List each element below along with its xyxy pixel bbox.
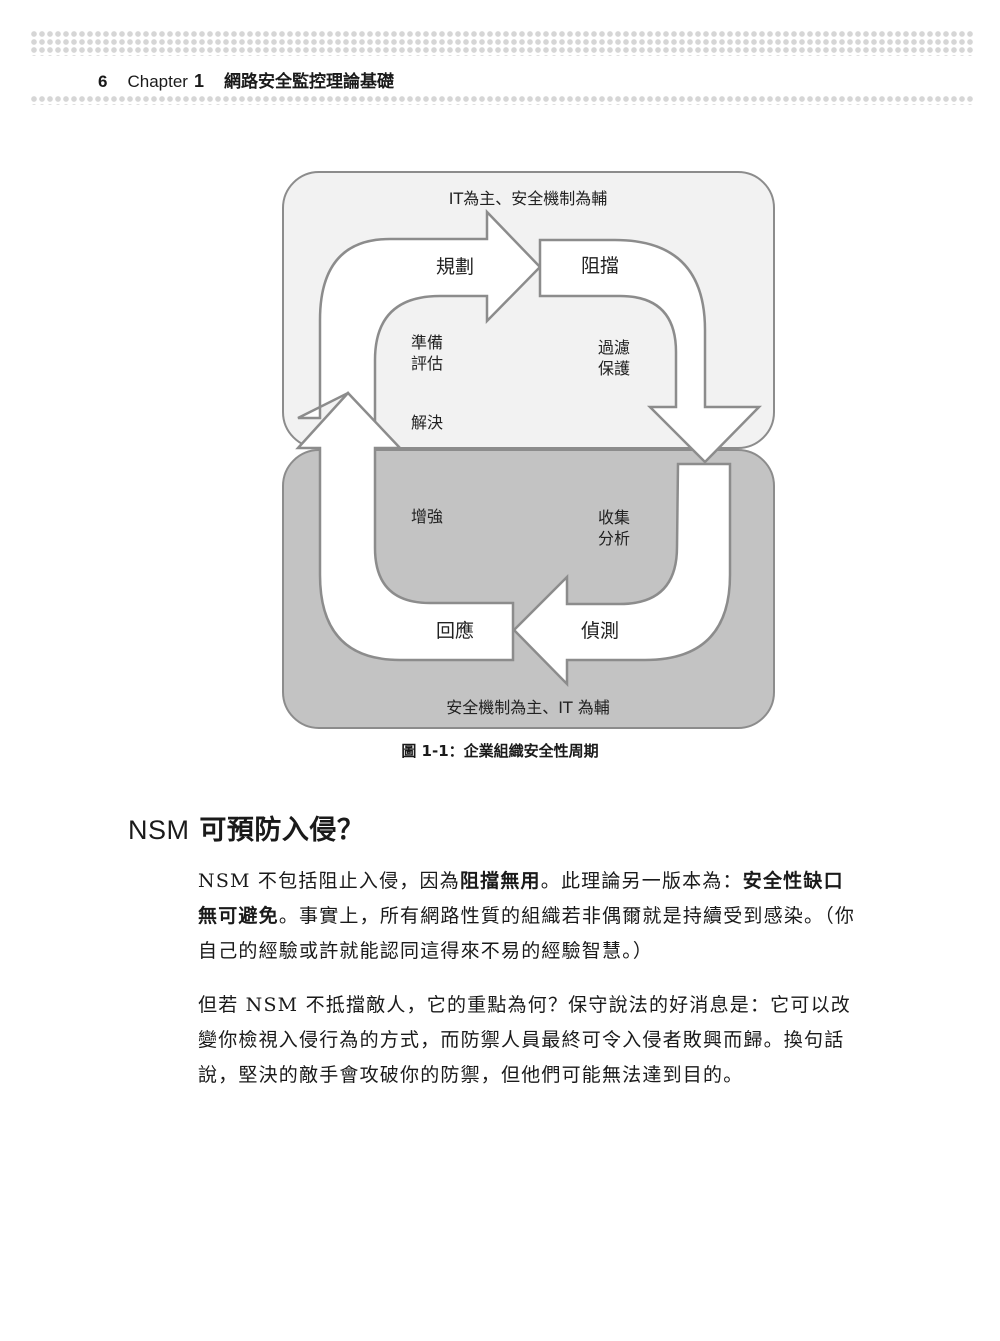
p1-emphasis-1: 阻擋無用 bbox=[459, 870, 541, 892]
p1-text-2: 。此理論另一版本為： bbox=[540, 870, 743, 892]
p1-text-3: 。事實上，所有網路性質的組織若非偶爾就是持續受到感染。（你自己的經驗或許就能認同… bbox=[198, 905, 856, 962]
stage-respond-label: 回應 bbox=[436, 619, 474, 642]
inner-assess-label: 評估 bbox=[411, 354, 443, 373]
inner-resolve-label: 解決 bbox=[411, 413, 443, 432]
section-heading: NSM 可預防入侵？ bbox=[128, 808, 364, 847]
security-cycle-diagram: IT為主、安全機制為輔 安全機制為主、IT 為輔 規劃 阻擋 偵測 回應 準備 … bbox=[282, 171, 775, 729]
inner-protect-label: 保護 bbox=[598, 359, 630, 378]
paragraph-1: NSM 不包括阻止入侵，因為阻擋無用。此理論另一版本為：安全性缺口無可避免。事實… bbox=[198, 864, 858, 969]
stage-block-label: 阻擋 bbox=[581, 255, 619, 277]
arrow-block bbox=[538, 238, 762, 464]
header-dot-rule bbox=[30, 95, 974, 105]
section-heading-text: 可預防入侵？ bbox=[189, 815, 365, 846]
arrow-plan bbox=[297, 208, 542, 449]
inner-analyze-label: 分析 bbox=[598, 529, 630, 548]
page-number: 6 bbox=[98, 72, 108, 91]
arrow-detect bbox=[512, 462, 732, 688]
paragraph-2: 但若 NSM 不抵擋敵人，它的重點為何？保守說法的好消息是：它可以改變你檢視入侵… bbox=[198, 994, 851, 1086]
running-header: 6 Chapter 1 網路安全監控理論基礎 bbox=[98, 67, 394, 92]
section-heading-acronym: NSM bbox=[128, 815, 190, 845]
top-zone-label: IT為主、安全機制為輔 bbox=[449, 189, 608, 208]
inner-filter-label: 過濾 bbox=[598, 338, 630, 357]
stage-detect-label: 偵測 bbox=[581, 620, 619, 642]
p1-text-1: NSM 不包括阻止入侵，因為 bbox=[198, 870, 460, 892]
p1-emphasis-2: 安全性缺口無可避免 bbox=[198, 870, 844, 927]
chapter-number: 1 bbox=[193, 71, 204, 91]
chapter-title: 網路安全監控理論基礎 bbox=[223, 72, 394, 92]
inner-collect-label: 收集 bbox=[598, 508, 630, 527]
header-dot-band bbox=[30, 30, 974, 56]
stage-plan-label: 規劃 bbox=[436, 256, 474, 278]
figure-caption: 圖 1-1：企業組織安全性周期 bbox=[401, 742, 599, 760]
inner-enhance-label: 增強 bbox=[411, 507, 443, 526]
inner-prepare-label: 準備 bbox=[411, 333, 443, 352]
arrow-respond bbox=[295, 391, 515, 662]
bottom-zone-label: 安全機制為主、IT 為輔 bbox=[446, 698, 610, 717]
chapter-word: Chapter bbox=[127, 72, 188, 91]
